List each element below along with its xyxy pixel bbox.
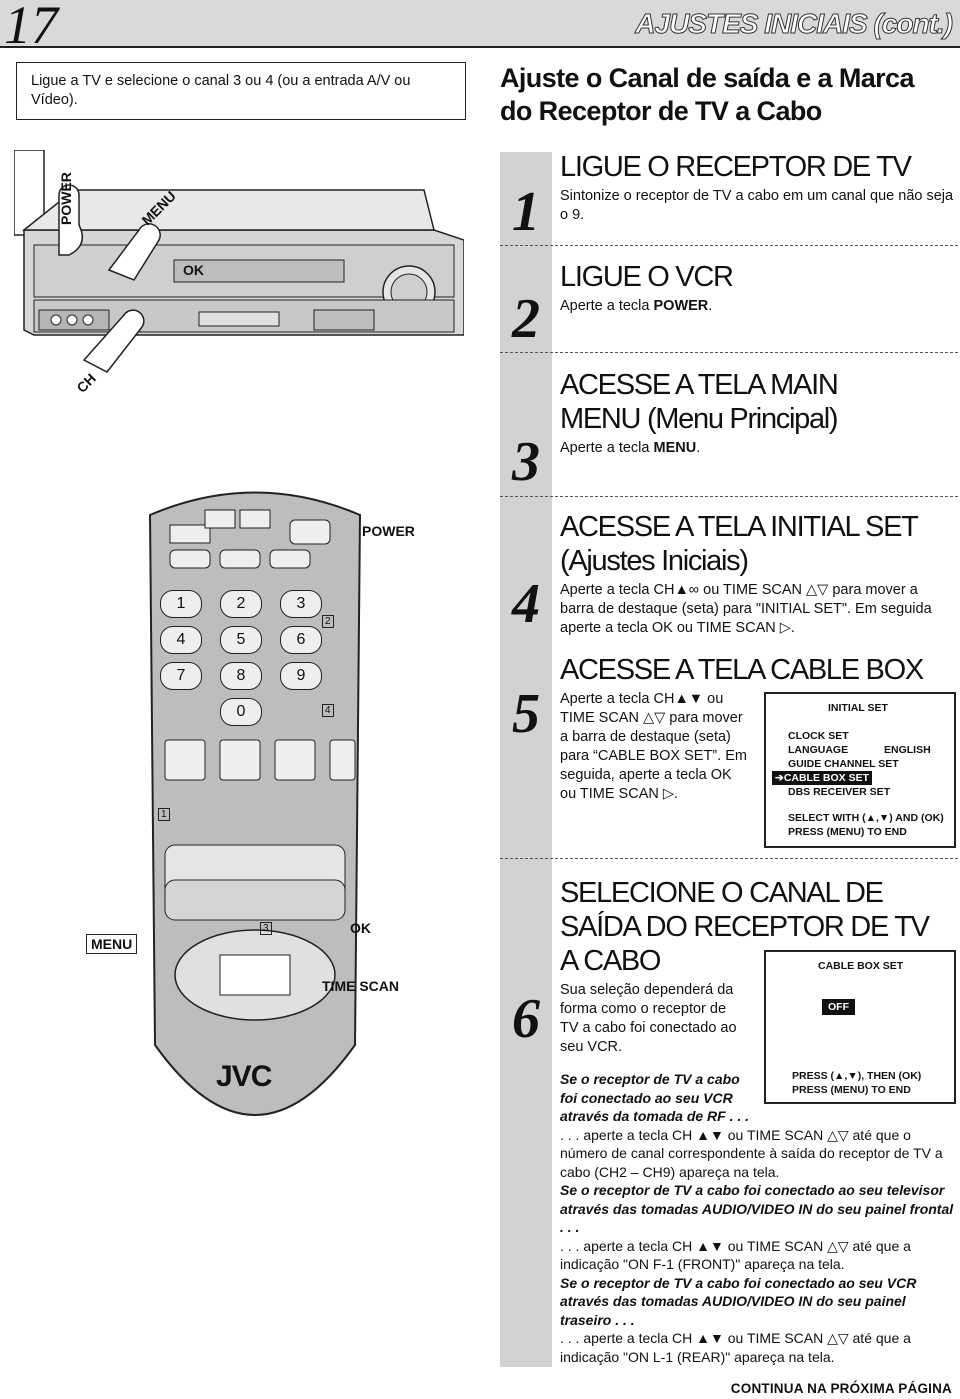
header-title: AJUSTES INICIAIS (cont.): [635, 8, 954, 40]
step-4: ACESSE A TELA INITIAL SET (Ajustes Inici…: [560, 510, 955, 638]
note-text: . . . aperte a tecla CH ▲▼ ou TIME SCAN …: [560, 1126, 943, 1180]
remote-menu-label: MENU: [86, 934, 138, 954]
step-6-number: 6: [512, 988, 540, 1050]
screen-title: INITIAL SET: [828, 702, 888, 714]
remote-timescan-label: TIME SCAN: [322, 978, 399, 994]
step-divider: [500, 496, 958, 497]
step-3-body: Aperte a tecla MENU.: [560, 439, 955, 458]
step-3-key: MENU: [653, 440, 697, 456]
intro-box: Ligue a TV e selecione o canal 3 ou 4 (o…: [16, 62, 466, 120]
step-4-body: Aperte a tecla CH▲∞ ou TIME SCAN △▽ para…: [560, 582, 932, 636]
step-4-number: 4: [512, 573, 540, 635]
menu-item: LANGUAGE: [788, 744, 849, 756]
step-6: SELECIONE O CANAL DE SAÍDA DO RECEPTOR D…: [560, 876, 955, 1057]
note-condition: Se o receptor de TV a cabo foi conectado…: [560, 1274, 917, 1328]
key-2[interactable]: 2: [220, 590, 262, 618]
initial-set-screen: INITIAL SET CLOCK SET LANGUAGE ENGLISH G…: [764, 692, 956, 848]
key-7[interactable]: 7: [160, 662, 202, 690]
remote-marker-4: 4: [322, 704, 334, 717]
step-2-number: 2: [512, 288, 540, 350]
remote-illustration: [148, 491, 362, 1116]
step-3-body-end: .: [696, 440, 701, 456]
menu-item: CLOCK SET: [788, 730, 849, 742]
vcr-illustration: [14, 150, 464, 373]
step-3-number: 3: [512, 431, 540, 493]
step-3-body-text: Aperte a tecla: [560, 440, 654, 456]
step-1-title: LIGUE O RECEPTOR DE TV: [560, 151, 912, 183]
language-value: ENGLISH: [884, 744, 931, 756]
step-2-body: Aperte a tecla POWER.: [560, 297, 955, 316]
step-6-body: Sua seleção dependerá da forma como o re…: [560, 982, 737, 1055]
remote-marker-2: 2: [322, 615, 334, 628]
step-3-title: ACESSE A TELA MAIN MENU (Menu Principal): [560, 369, 839, 435]
cable-box-screen: CABLE BOX SET OFF PRESS (▲,▼), THEN (OK)…: [764, 950, 956, 1104]
step-divider: [500, 352, 958, 353]
step-number-column: 1 2 3 4 5 6: [500, 152, 552, 1367]
step-6-title: SELECIONE O CANAL DE SAÍDA DO RECEPTOR D…: [560, 877, 930, 977]
section-title: Ajuste o Canal de saída e a Marca do Rec…: [500, 63, 914, 126]
page-number: 17: [4, 0, 58, 55]
remote-ok-label: OK: [350, 920, 371, 936]
step-1-number: 1: [512, 181, 540, 243]
step-2-body-end: .: [708, 298, 713, 314]
step-5: ACESSE A TELA CABLE BOX Aperte a tecla C…: [560, 653, 955, 804]
step-5-body: Aperte a tecla CH▲▼ ou TIME SCAN △▽ para…: [560, 691, 747, 802]
menu-item-selected: ➔CABLE BOX SET: [772, 771, 872, 785]
screen-title: CABLE BOX SET: [818, 960, 904, 972]
step-divider: [500, 245, 958, 246]
step-3: ACESSE A TELA MAIN MENU (Menu Principal)…: [560, 368, 955, 458]
note-condition: Se o receptor de TV a cabo foi conectado…: [560, 1071, 750, 1124]
cable-box-value: OFF: [822, 999, 855, 1015]
key-6[interactable]: 6: [280, 626, 322, 654]
step-5-number: 5: [512, 683, 540, 745]
menu-item: DBS RECEIVER SET: [788, 786, 891, 798]
screen-footer: PRESS (▲,▼), THEN (OK): [792, 1070, 922, 1082]
remote-marker-1: 1: [158, 808, 170, 821]
remote-marker-3: 3: [260, 922, 272, 935]
key-0[interactable]: 0: [220, 698, 262, 726]
step-2: LIGUE O VCR Aperte a tecla POWER.: [560, 260, 955, 316]
step-4-title: ACESSE A TELA INITIAL SET (Ajustes Inici…: [560, 511, 918, 577]
key-1[interactable]: 1: [160, 590, 202, 618]
key-4[interactable]: 4: [160, 626, 202, 654]
step-5-title: ACESSE A TELA CABLE BOX: [560, 654, 924, 686]
step-2-title: LIGUE O VCR: [560, 261, 734, 293]
key-5[interactable]: 5: [220, 626, 262, 654]
remote-power-label: POWER: [362, 523, 415, 539]
note-text: . . . aperte a tecla CH ▲▼ ou TIME SCAN …: [560, 1237, 911, 1273]
key-9[interactable]: 9: [280, 662, 322, 690]
menu-item: GUIDE CHANNEL SET: [788, 758, 899, 770]
step-1-body: Sintonize o receptor de TV a cabo em um …: [560, 188, 954, 223]
step-2-body-text: Aperte a tecla: [560, 298, 654, 314]
notes: Se o receptor de TV a cabo foi conectado…: [560, 1070, 955, 1366]
vcr-ok-label: OK: [183, 262, 204, 278]
screen-footer: SELECT WITH (▲,▼) AND (OK): [788, 812, 944, 824]
jvc-logo: JVC: [216, 1060, 272, 1093]
vcr-power-label: POWER: [58, 172, 74, 225]
screen-footer: PRESS (MENU) TO END: [792, 1084, 911, 1096]
note-condition: Se o receptor de TV a cabo foi conectado…: [560, 1182, 954, 1235]
selected-label: CABLE BOX SET: [783, 772, 869, 784]
step-divider: [500, 858, 958, 859]
key-8[interactable]: 8: [220, 662, 262, 690]
screen-footer: PRESS (MENU) TO END: [788, 826, 907, 838]
key-3[interactable]: 3: [280, 590, 322, 618]
step-2-key: POWER: [653, 298, 709, 314]
page-header: [0, 0, 960, 48]
note-text: . . . aperte a tecla CH ▲▼ ou TIME SCAN …: [560, 1330, 911, 1365]
step-1: LIGUE O RECEPTOR DE TV Sintonize o recep…: [560, 150, 955, 225]
continue-label: CONTINUA NA PRÓXIMA PÁGINA: [730, 1381, 952, 1396]
